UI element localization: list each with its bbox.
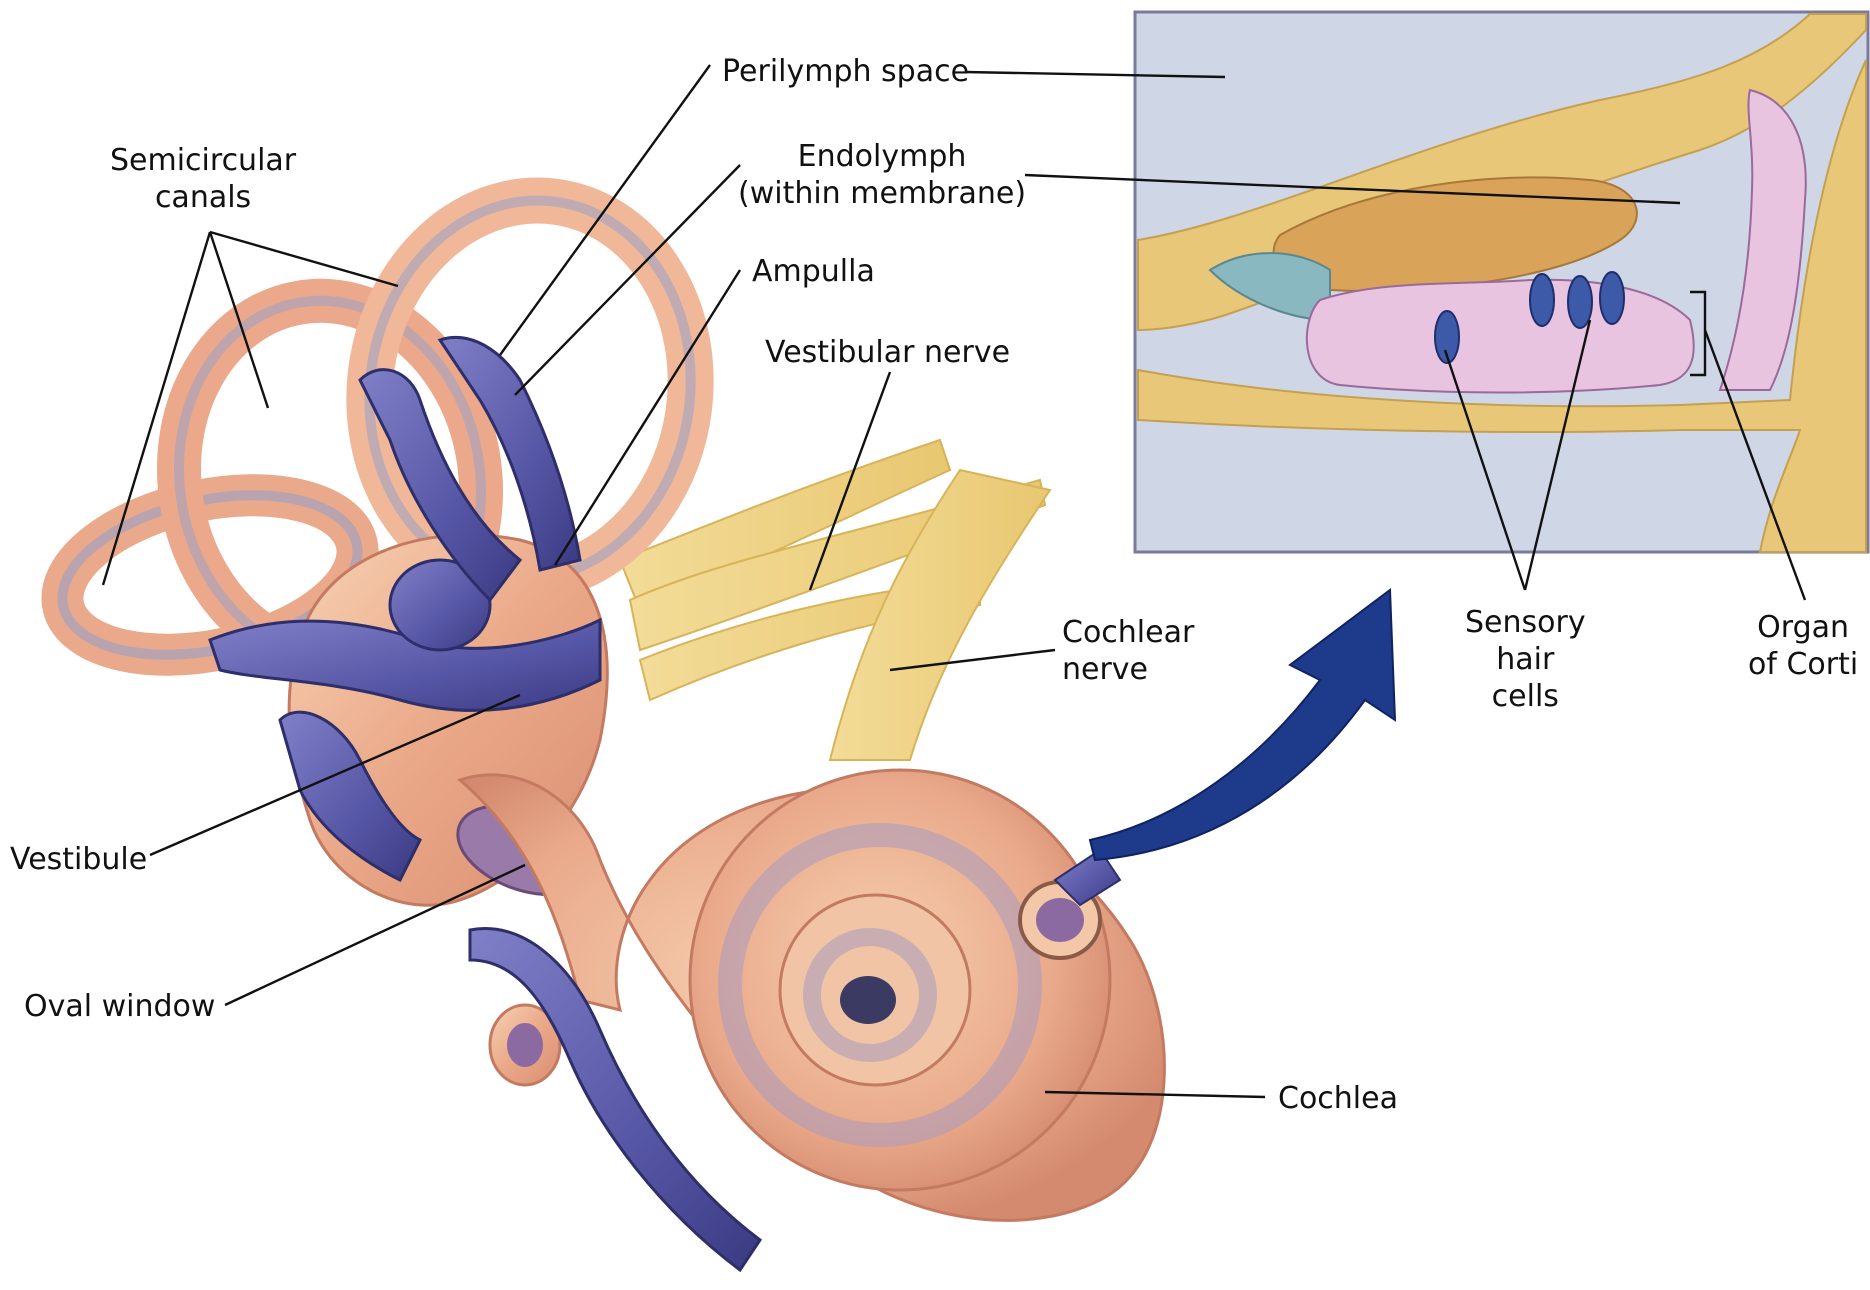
cochlea-label: Cochlea: [1278, 1080, 1398, 1117]
endolymph-label: Endolymph (within membrane): [738, 138, 1026, 212]
cochlear-nerve-label-line1: Cochlear: [1062, 614, 1194, 651]
semicircular-canals-label: Semicircular canals: [110, 142, 296, 216]
perilymph-space-label: Perilymph space: [722, 53, 969, 90]
cochlear-nerve-label: Cochlear nerve: [1062, 614, 1194, 688]
cochlea-shape: [460, 770, 1164, 1270]
organ-of-corti-label-line2: of Corti: [1748, 646, 1858, 683]
organ-of-corti-label-line1: Organ: [1748, 609, 1858, 646]
vestibular-nerve-label: Vestibular nerve: [765, 334, 1010, 371]
sensory-hair-cells-label-line3: cells: [1465, 678, 1586, 715]
semicircular-canals-label-line2: canals: [110, 179, 296, 216]
cochlear-nerve-label-line2: nerve: [1062, 651, 1194, 688]
ampulla-label: Ampulla: [752, 253, 875, 290]
endolymph-label-line1: Endolymph: [738, 138, 1026, 175]
sensory-hair-cells-label: Sensory hair cells: [1465, 604, 1586, 715]
semicircular-canals-label-line1: Semicircular: [110, 142, 296, 179]
endolymph-label-line2: (within membrane): [738, 175, 1026, 212]
oval-window-label: Oval window: [24, 988, 215, 1025]
sensory-hair-cells-label-line1: Sensory: [1465, 604, 1586, 641]
sensory-hair-cells-label-line2: hair: [1465, 641, 1586, 678]
organ-of-corti-label: Organ of Corti: [1748, 609, 1858, 683]
vestibule-label: Vestibule: [10, 841, 147, 878]
